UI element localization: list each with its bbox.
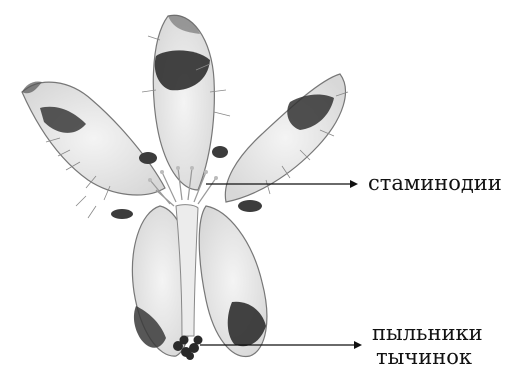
label-anthers-line1: пыльники [372,322,483,344]
petal-top [153,15,214,190]
petal-lower-right [199,206,267,356]
petal-upper-right [225,74,345,202]
label-anthers-line2: тычинок [376,346,472,368]
label-staminodia: стаминодии [368,172,502,194]
petal-upper-left [22,81,165,194]
